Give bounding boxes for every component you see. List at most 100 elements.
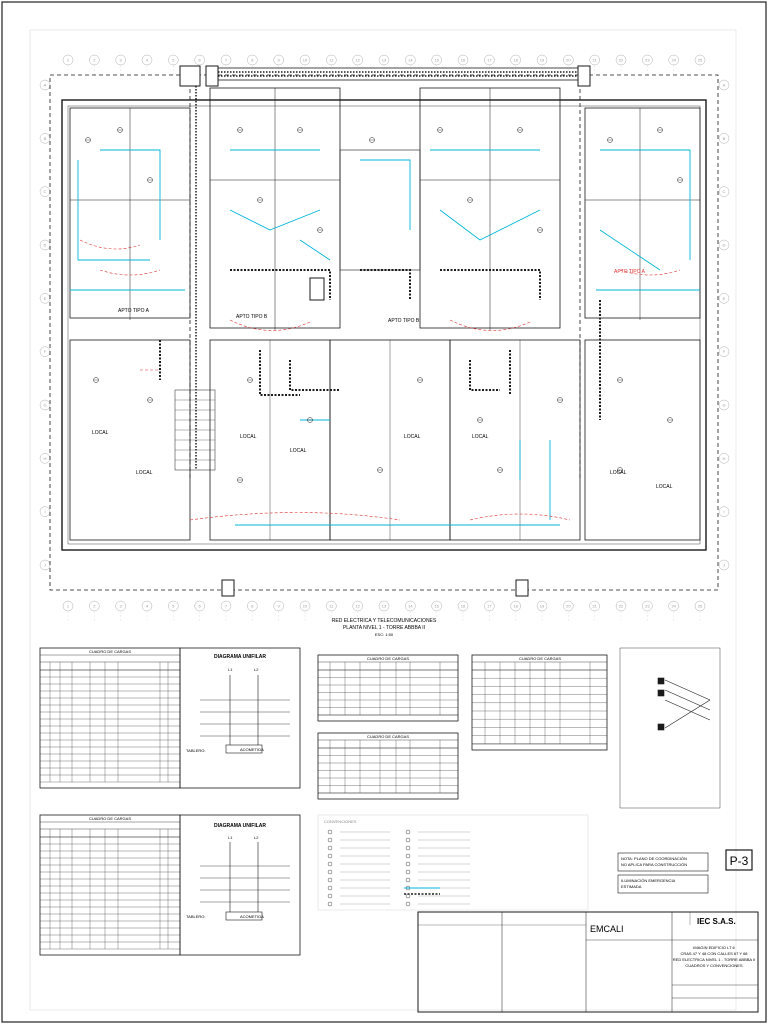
grid-bubble-side: B <box>718 133 730 144</box>
convenciones-title: CONVENCIONES <box>324 819 357 824</box>
grid-bubble-side: E <box>718 293 730 304</box>
grid-label: 4 <box>146 604 149 609</box>
grid-label: 13 <box>382 58 387 63</box>
load-table-4 <box>317 732 459 800</box>
grid-label: 10 <box>303 58 308 63</box>
outlet-symbol <box>307 417 313 423</box>
grid-label: 12 <box>355 58 360 63</box>
outlet-symbol <box>247 377 253 383</box>
grid-bubble-side: D <box>39 239 51 251</box>
grid-bubble: 15 <box>431 54 442 75</box>
grid-bubble: 2 <box>89 600 100 621</box>
apt-label-4: APTO TIPO A <box>614 269 646 275</box>
grid-bubble: 16 <box>457 600 469 621</box>
plan-title-2: PLANTA NIVEL 1 - TORRE ABBBA II <box>343 625 425 631</box>
load-rows-3 <box>318 662 458 716</box>
grid-label: 21 <box>592 604 597 609</box>
nota-coordinacion: NOTA: PLANO DE COORDINACIÓN NO APLICA PA… <box>621 856 688 867</box>
outlet-symbol <box>537 227 543 233</box>
grid-label: 22 <box>619 604 624 609</box>
grid-bubble-side: A <box>39 79 51 91</box>
grid-bubble: 3 <box>115 54 126 75</box>
grid-label: 19 <box>540 604 545 609</box>
grid-bubble: 5 <box>168 600 179 621</box>
grid-bubble: 11 <box>326 600 337 621</box>
grid-bubble-side: H <box>39 453 51 464</box>
grid-label: 7 <box>225 58 228 63</box>
convention-item <box>327 869 470 875</box>
local-label-8: LOCAL <box>656 484 673 490</box>
title-block <box>417 911 759 1013</box>
panel-table-1 <box>39 647 181 789</box>
notes-boxes <box>617 849 753 894</box>
unifilar-2 <box>179 814 301 956</box>
plan-title-3: ESC: 1:50 <box>375 632 394 637</box>
grid-label: I <box>723 509 724 514</box>
outlet-symbol <box>147 177 153 183</box>
grid-bubble: 12 <box>352 54 363 75</box>
grid-bubble-side: A <box>718 79 730 91</box>
apt-label-1: APTO TIPO A <box>118 308 150 314</box>
acometida-label-1: ACOMETIDA <box>240 747 264 752</box>
grid-bubble: 6 <box>194 600 205 621</box>
grid-bubble: 18 <box>510 600 521 621</box>
lighting-circuits <box>70 149 700 526</box>
grid-label: E <box>44 296 47 301</box>
building-outline <box>61 87 707 551</box>
grid-bubble-side: F <box>718 346 730 357</box>
tablero-label-1: TABLERO: <box>186 748 206 753</box>
grid-label: A <box>723 83 726 88</box>
grid-label: 6 <box>199 604 202 609</box>
convention-item <box>327 837 470 843</box>
sheet-code: P-3 <box>730 854 749 868</box>
load-rows-4 <box>318 740 458 794</box>
grid-bubble-side: G <box>718 399 730 411</box>
outlet-symbol <box>617 377 623 383</box>
perimeter-duct <box>49 74 719 591</box>
grid-bubble: 9 <box>273 600 284 621</box>
project-line-2: CRAS 47 Y 48 CON CALLES 67 Y 68 <box>680 951 748 956</box>
grid-bubble: 14 <box>405 600 416 621</box>
grid-label: 24 <box>671 604 676 609</box>
grid-bubble: 25 <box>694 600 706 621</box>
grid-bubble: 13 <box>378 600 390 621</box>
grid-label: 16 <box>461 58 466 63</box>
diagrama-unifilar-2: DIAGRAMA UNIFILAR <box>214 823 266 829</box>
cuadro-cargas-4: CUADRO DE CARGAS <box>367 734 409 739</box>
grid-bubble: 23 <box>642 54 653 75</box>
outlet-symbol <box>607 137 613 143</box>
iluminacion-note: ILUMINACIÓN EMERGENCIA ESTIMADA <box>621 878 676 889</box>
grid-label: 25 <box>698 58 703 63</box>
panel-rows-1 <box>40 662 180 783</box>
convention-rows <box>327 829 470 907</box>
grid-label: F <box>44 349 47 354</box>
outlet-symbol <box>517 127 523 133</box>
grid-bubble: 1 <box>62 54 74 75</box>
grid-label: G <box>722 403 725 408</box>
grid-label: 11 <box>329 604 334 609</box>
outlet-symbol <box>369 137 375 143</box>
riser-schematic <box>619 647 721 809</box>
grid-label: 17 <box>487 58 492 63</box>
grid-bubble-side: F <box>39 346 51 357</box>
outlet-symbol <box>667 417 673 423</box>
grid-label: 22 <box>619 58 624 63</box>
grid-label: J <box>44 563 46 568</box>
outlet-symbol <box>677 177 683 183</box>
apt-label-2: APTO TIPO B <box>236 314 268 320</box>
acometida-label-2: ACOMETIDA <box>240 914 264 919</box>
grid-bubble: 12 <box>352 600 363 621</box>
grid-bubble: 4 <box>141 54 153 75</box>
local-label-6: LOCAL <box>472 434 489 440</box>
grid-label: 17 <box>487 604 492 609</box>
grid-label: 7 <box>225 604 228 609</box>
grid-bubble: 25 <box>694 54 706 75</box>
grid-bubble: 17 <box>484 54 495 75</box>
grid-label: E <box>723 296 726 301</box>
grid-label: 21 <box>592 58 597 63</box>
outlet-symbol <box>557 397 563 403</box>
panel-table-2 <box>39 814 181 956</box>
convention-item <box>327 861 470 867</box>
grid-label: 16 <box>461 604 466 609</box>
